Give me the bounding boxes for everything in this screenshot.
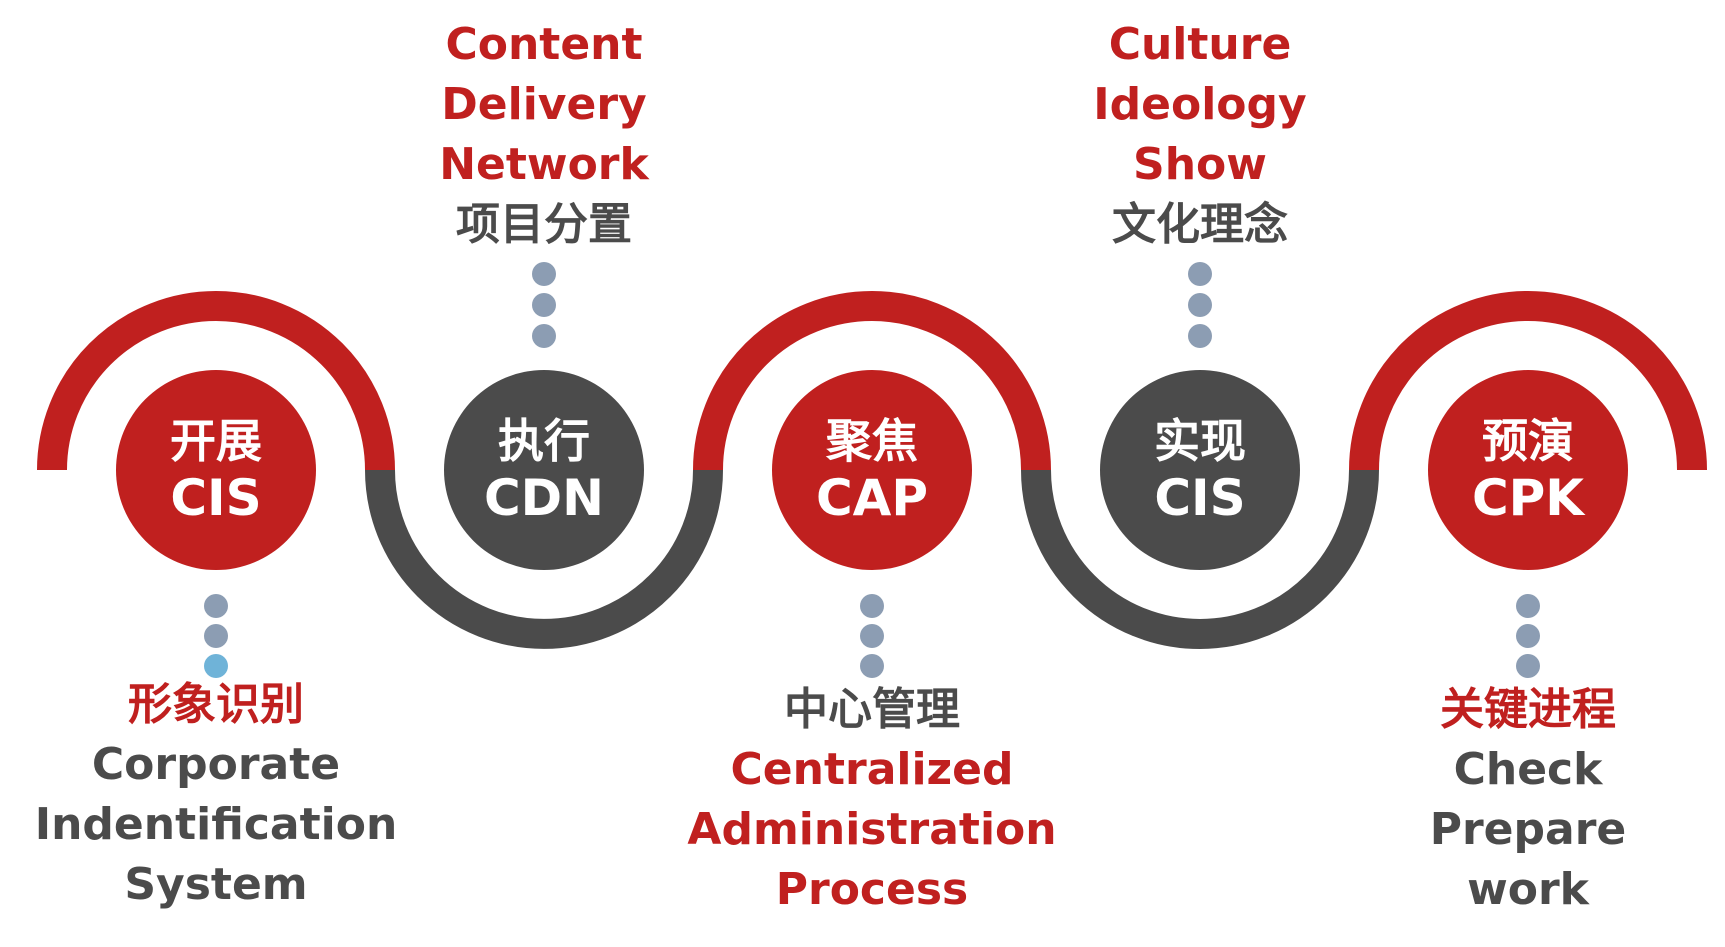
connector-dot <box>1516 624 1540 648</box>
connector-dot <box>204 594 228 618</box>
step-5-caption: 关键进程 Check Prepare work <box>1298 680 1725 920</box>
step-circle-4: 实现 CIS <box>1100 370 1300 570</box>
step-5-cn: 预演 <box>1482 414 1574 468</box>
step-2-caption-line: Delivery <box>441 79 647 130</box>
connector-dot <box>204 624 228 648</box>
step-circle-1: 开展 CIS <box>116 370 316 570</box>
wave-arc-5 <box>1349 291 1707 471</box>
connector-dot <box>204 654 228 678</box>
step-5-en: CPK <box>1471 469 1585 527</box>
connector-dot <box>1516 594 1540 618</box>
connector-dot <box>1188 293 1212 317</box>
step-5-caption-line: Prepare <box>1429 804 1627 855</box>
step-1-cn: 开展 <box>170 414 262 468</box>
step-2-caption-line: Network <box>439 139 649 190</box>
step-3-caption-line: Process <box>775 864 969 915</box>
step-1-caption-line: Indentification <box>34 799 398 850</box>
step-4-caption: Culture Ideology Show 文化理念 <box>970 15 1430 255</box>
step-4-caption-line: Ideology <box>1093 79 1307 130</box>
step-circle-2: 执行 CDN <box>444 370 644 570</box>
connector-dot <box>532 262 556 286</box>
step-4-caption-line: Culture <box>1108 19 1292 70</box>
connector-dot <box>860 624 884 648</box>
wave-arc-2 <box>365 469 723 649</box>
wave-arc-3 <box>693 291 1051 471</box>
wave-arc-4 <box>1021 469 1379 649</box>
step-1-caption-cn: 形象识别 <box>128 679 304 730</box>
step-1-caption-line: Corporate <box>91 739 341 790</box>
step-4-caption-line: Show <box>1133 139 1267 190</box>
wave-arc-1 <box>37 291 395 471</box>
step-1-en: CIS <box>170 469 262 527</box>
step-2-caption: Content Delivery Network 项目分置 <box>314 15 774 255</box>
connector-dot <box>860 594 884 618</box>
connector-dot <box>532 324 556 348</box>
step-4-cn: 实现 <box>1154 414 1246 468</box>
step-2-caption-cn: 项目分置 <box>456 199 632 250</box>
connector-dot <box>1516 654 1540 678</box>
step-5-caption-cn: 关键进程 <box>1440 684 1616 735</box>
step-2-cn: 执行 <box>498 414 590 468</box>
step-3-caption-line: Centralized <box>730 744 1014 795</box>
connector-dot <box>1188 324 1212 348</box>
connector-dot <box>1188 262 1212 286</box>
step-3-caption-cn: 中心管理 <box>784 684 960 735</box>
step-circle-5: 预演 CPK <box>1428 370 1628 570</box>
step-1-caption: 形象识别 Corporate Indentification System <box>0 675 446 915</box>
step-3-cn: 聚焦 <box>826 414 918 468</box>
step-3-caption-line: Administration <box>687 804 1057 855</box>
step-4-en: CIS <box>1154 469 1246 527</box>
connector-dot <box>532 293 556 317</box>
step-2-en: CDN <box>483 469 605 527</box>
step-5-caption-line: work <box>1467 864 1589 915</box>
step-3-en: CAP <box>815 469 929 527</box>
step-1-caption-line: System <box>124 859 308 910</box>
step-circle-3: 聚焦 CAP <box>772 370 972 570</box>
connector-dot <box>860 654 884 678</box>
step-2-caption-line: Content <box>445 19 643 70</box>
step-3-caption: 中心管理 Centralized Administration Process <box>642 680 1102 920</box>
step-4-caption-cn: 文化理念 <box>1112 199 1288 250</box>
step-5-caption-line: Check <box>1453 744 1603 795</box>
